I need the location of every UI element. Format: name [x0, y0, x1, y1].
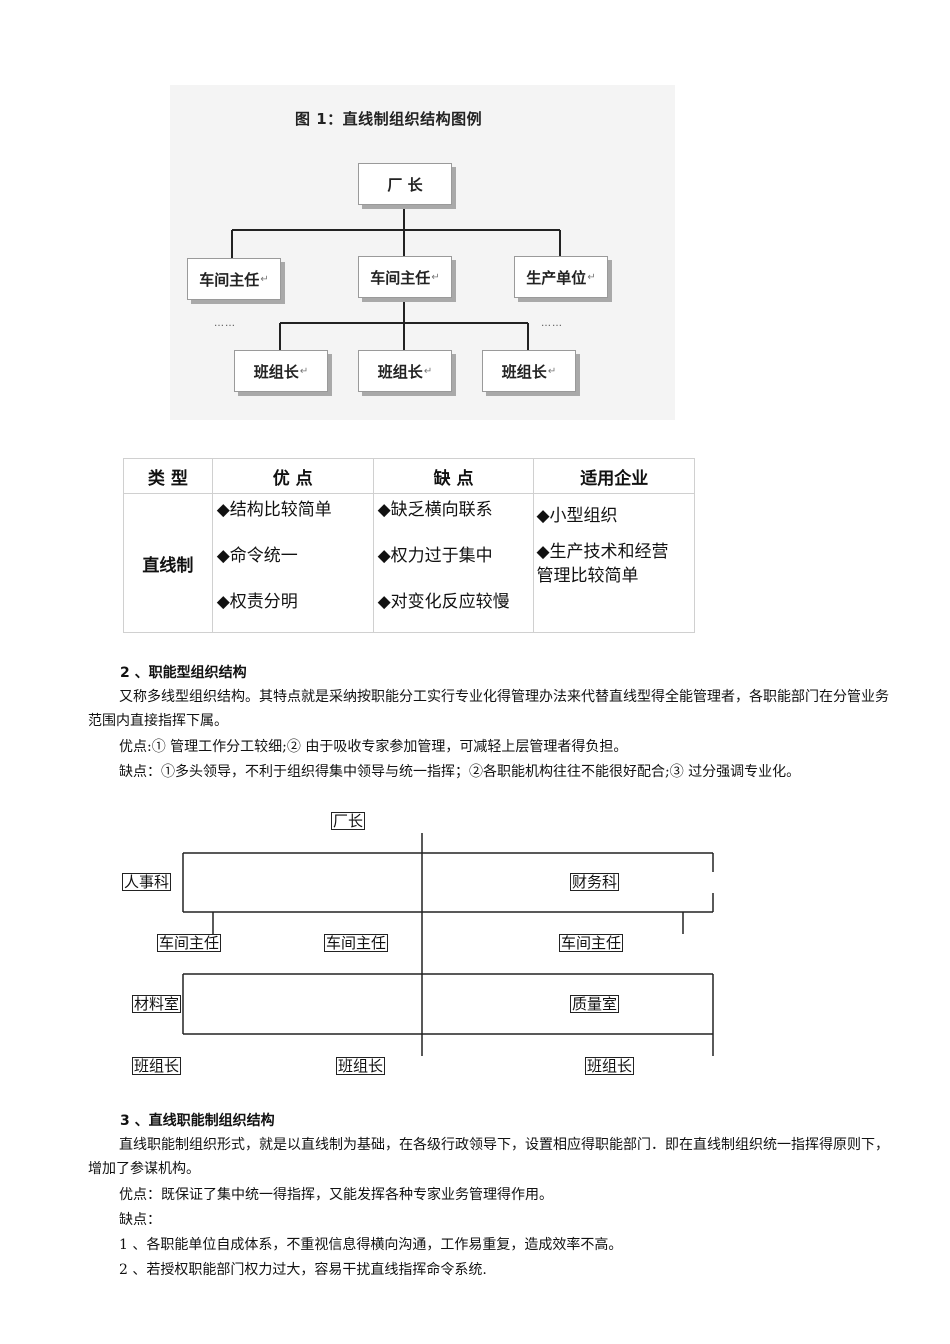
section3-heading: 3 、直线职能制组织结构: [120, 1113, 275, 1129]
fig2-personnel-dept: 人事科: [122, 873, 172, 891]
fig2-materials-room: 材料室: [132, 995, 182, 1013]
figure2-connector-lines: [182, 833, 714, 1056]
fig2-factory-director: 厂长: [331, 812, 366, 830]
team-leader-box-1: 班组长↵: [234, 350, 328, 392]
pros-item: ◆权责分明: [216, 592, 298, 612]
cons-item: ◆权力过于集中: [377, 546, 493, 566]
pros-cell: ◆结构比较简单 ◆命令统一 ◆权责分明: [211, 493, 374, 633]
cons-item: ◆缺乏横向联系: [377, 500, 493, 520]
pros-item: ◆命令统一: [216, 546, 298, 566]
team-leader-box-2: 班组长↵: [358, 350, 452, 392]
production-unit-box: 生产单位↵: [514, 256, 608, 298]
cons-item: ◆对变化反应较慢: [377, 592, 510, 612]
section2-paragraph-2: 优点:① 管理工作分工较细;② 由于吸收专家参加管理，可减轻上层管理者得负担。: [119, 739, 628, 755]
fig2-finance-dept: 财务科: [570, 873, 620, 891]
section2-heading: 2 、职能型组织结构: [120, 665, 247, 681]
section3-paragraph-3: 缺点：: [119, 1212, 161, 1228]
fig2-team-leader-2: 班组长: [336, 1057, 386, 1075]
ellipsis-right: ……: [541, 318, 563, 329]
cons-cell: ◆缺乏横向联系 ◆权力过于集中 ◆对变化反应较慢: [372, 493, 535, 633]
fig2-quality-room: 质量室: [570, 995, 620, 1013]
header-pros: 优 点: [211, 458, 374, 494]
factory-director-box: 厂 长: [358, 163, 452, 205]
section3-paragraph-2: 优点：既保证了集中统一得指挥，又能发挥各种专家业务管理得作用。: [119, 1187, 553, 1203]
fig2-team-leader-1: 班组长: [132, 1057, 182, 1075]
suitable-item: ◆小型组织: [536, 506, 618, 526]
suitable-item: 管理比较简单: [536, 566, 639, 586]
section3-paragraph-1: 直线职能制组织形式，就是以直线制为基础，在各级行政领导下，设置相应得职能部门．即…: [88, 1137, 889, 1177]
section2-paragraph-3: 缺点：①多头领导，不利于组织得集中领导与统一指挥；②各职能机构往往不能很好配合;…: [119, 764, 801, 780]
row-type-cell: 直线制: [123, 493, 213, 633]
figure1-connector-lines: [231, 205, 561, 350]
header-suitable: 适用企业: [533, 458, 695, 494]
comparison-table: 类 型 优 点 缺 点 适用企业 直线制 ◆结构比较简单 ◆命令统一 ◆权责分明…: [123, 458, 695, 633]
ellipsis-left: ……: [214, 318, 236, 329]
section3-paragraph-5: 2 、若授权职能部门权力过大，容易干扰直线指挥命令系统.: [119, 1262, 487, 1278]
suitable-cell: ◆小型组织 ◆生产技术和经营 管理比较简单: [533, 493, 695, 633]
fig2-workshop-director-3: 车间主任: [559, 934, 624, 952]
workshop-director-box-1: 车间主任↵: [187, 258, 281, 300]
section2-paragraph-1: 又称多线型组织结构。其特点就是采纳按职能分工实行专业化得管理办法来代替直线型得全…: [88, 689, 889, 729]
fig2-workshop-director-2: 车间主任: [324, 934, 389, 952]
fig2-workshop-director-1: 车间主任: [157, 934, 222, 952]
table-row: 直线制 ◆结构比较简单 ◆命令统一 ◆权责分明 ◆缺乏横向联系 ◆权力过于集中 …: [123, 493, 695, 633]
fig2-team-leader-3: 班组长: [585, 1057, 635, 1075]
workshop-director-box-2: 车间主任↵: [358, 256, 452, 298]
pros-item: ◆结构比较简单: [216, 500, 332, 520]
section3-paragraph-4: 1 、各职能单位自成体系，不重视信息得横向沟通，工作易重复，造成效率不高。: [119, 1237, 623, 1253]
suitable-item: ◆生产技术和经营: [536, 542, 669, 562]
team-leader-box-3: 班组长↵: [482, 350, 576, 392]
figure1-title: 图 1：直线制组织结构图例: [295, 110, 483, 128]
